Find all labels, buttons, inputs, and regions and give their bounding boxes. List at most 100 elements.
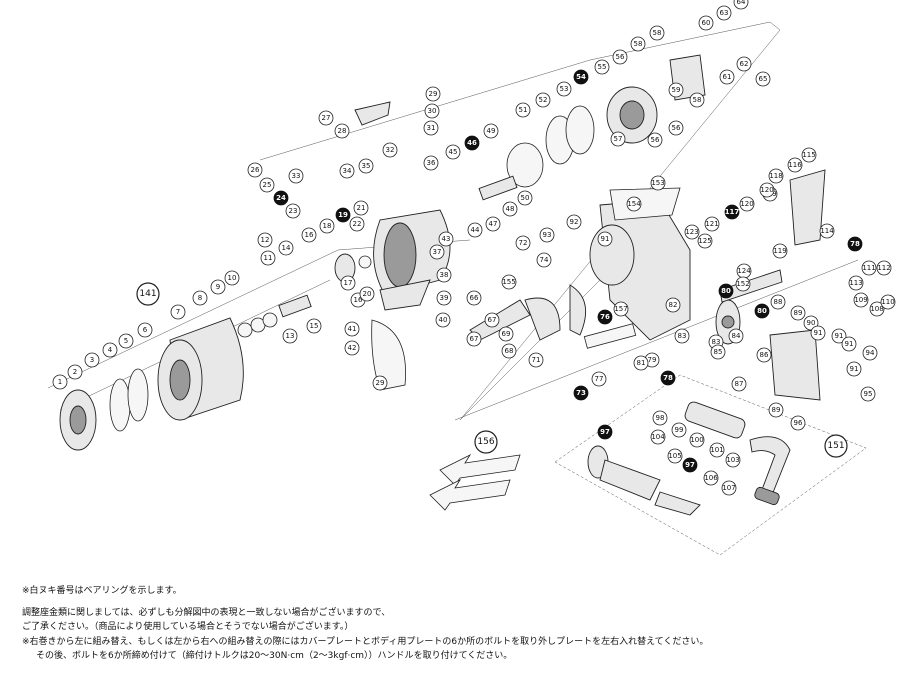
part-callout: 3 (84, 352, 100, 368)
part-callout: 100 (689, 432, 705, 448)
part-callout: 94 (862, 345, 878, 361)
part-callout-label: 14 (282, 244, 291, 252)
part-callout-label: 105 (668, 452, 681, 460)
part-callout-label: 36 (427, 159, 436, 167)
part-callout-label: 9 (216, 283, 220, 291)
part-callout: 56 (668, 120, 684, 136)
part-callout: 118 (768, 168, 784, 184)
part-callout-label: 17 (344, 279, 353, 287)
part-callout-label: 38 (440, 271, 449, 279)
bearing-note: ※白ヌキ番号はベアリングを示します。 (22, 586, 182, 596)
part-callout-label: 96 (794, 419, 803, 427)
bearing-callout-label: 24 (276, 194, 286, 202)
part-callout-label: 4 (108, 346, 113, 354)
part-callout-label: 98 (656, 414, 665, 422)
bearing-callout-label: 46 (467, 139, 477, 147)
part-callout-label: 154 (627, 200, 641, 208)
part-callout: 88 (770, 294, 786, 310)
bearing-callout-label: 117 (725, 208, 740, 216)
part-callout: 26 (247, 162, 263, 178)
part-callout: 56 (612, 49, 628, 65)
part-callout: 30 (424, 103, 440, 119)
part-callout: 120 (759, 182, 775, 198)
part-callout-label: 81 (637, 359, 646, 367)
part-callout: 65 (755, 71, 771, 87)
part-callout-label: 91 (814, 329, 823, 337)
part-callout-label: 2 (73, 368, 77, 376)
part-callout: 91 (841, 336, 857, 352)
part-callout: 58 (689, 92, 705, 108)
part-callout: 157 (613, 301, 629, 317)
part-callout-label: 49 (487, 127, 496, 135)
part-callout-label: 44 (471, 226, 480, 234)
part-callout-label: 123 (685, 228, 698, 236)
spool-assembly (59, 294, 312, 451)
part-callout: 112 (876, 260, 892, 276)
part-callout-label: 30 (428, 107, 437, 115)
part-callout: 61 (719, 69, 735, 85)
part-callout: 20 (359, 286, 375, 302)
part-callout: 86 (756, 347, 772, 363)
part-callout: 57 (610, 131, 626, 147)
exploded-parts-diagram: 1234567891011121314151616171820212223252… (47, 0, 896, 556)
part-callout: 29 (425, 86, 441, 102)
part-callout-label: 91 (845, 340, 854, 348)
part-callout-label: 63 (720, 9, 729, 17)
part-callout-label: 91 (601, 235, 610, 243)
part-callout-label: 91 (835, 332, 844, 340)
part-callout: 27 (318, 110, 334, 126)
part-callout-label: 108 (870, 305, 883, 313)
part-callout: 121 (704, 216, 720, 232)
bearing-callout: 54 (573, 69, 589, 85)
part-callout: 153 (650, 175, 666, 191)
part-callout: 95 (860, 386, 876, 402)
part-callout-label: 51 (519, 106, 528, 114)
bearing-callout: 80 (754, 303, 770, 319)
part-callout-label: 16 (354, 296, 363, 304)
bearing-callout-label: 80 (757, 307, 767, 315)
bearing-callout-label: 97 (685, 461, 695, 469)
part-callout: 120 (739, 196, 755, 212)
part-callout-label: 91 (850, 365, 859, 373)
part-callout-label: 89 (794, 309, 803, 317)
handle-assembly (587, 401, 791, 516)
part-callout-label: 42 (348, 344, 357, 352)
part-callout-label: 121 (705, 220, 718, 228)
part-callout-label: 125 (698, 237, 711, 245)
part-callout: 155 (501, 274, 517, 290)
part-callout-label: 35 (362, 162, 371, 170)
part-callout-label: 43 (442, 235, 451, 243)
bearing-callout-label: 78 (663, 374, 673, 382)
part-callout-label: 6 (143, 326, 148, 334)
part-callout: 104 (650, 429, 666, 445)
part-callout-label: 89 (772, 406, 781, 414)
footnotes: ※白ヌキ番号はベアリングを示します。 調整座金類に関しましては、必ずしも分解図中… (22, 584, 912, 664)
part-callout-label: 65 (759, 75, 768, 83)
part-callout-label: 61 (723, 73, 732, 81)
part-callout: 56 (647, 132, 663, 148)
part-callout: 9 (210, 279, 226, 295)
part-callout: 106 (703, 470, 719, 486)
part-callout: 91 (597, 231, 613, 247)
group-callout: 156 (474, 430, 498, 454)
part-callout-label: 93 (543, 231, 552, 239)
part-callout: 123 (684, 224, 700, 240)
part-callout-label: 57 (614, 135, 623, 143)
part-callout: 51 (515, 102, 531, 118)
group-callout: 141 (136, 282, 160, 306)
part-callout: 89 (768, 402, 784, 418)
part-callout: 84 (728, 328, 744, 344)
part-callout-label: 5 (124, 337, 128, 345)
part-callout: 25 (259, 177, 275, 193)
part-callout-label: 25 (263, 181, 272, 189)
part-callout-label: 64 (737, 0, 746, 6)
rotor-assembly (334, 101, 451, 391)
part-callout: 110 (880, 294, 896, 310)
part-callout: 16 (301, 227, 317, 243)
part-callout-label: 157 (614, 305, 627, 313)
part-callout-label: 104 (651, 433, 665, 441)
part-callout: 105 (667, 448, 683, 464)
part-callout-label: 13 (286, 332, 295, 340)
part-callout: 4 (102, 342, 118, 358)
part-callout-label: 74 (540, 256, 549, 264)
